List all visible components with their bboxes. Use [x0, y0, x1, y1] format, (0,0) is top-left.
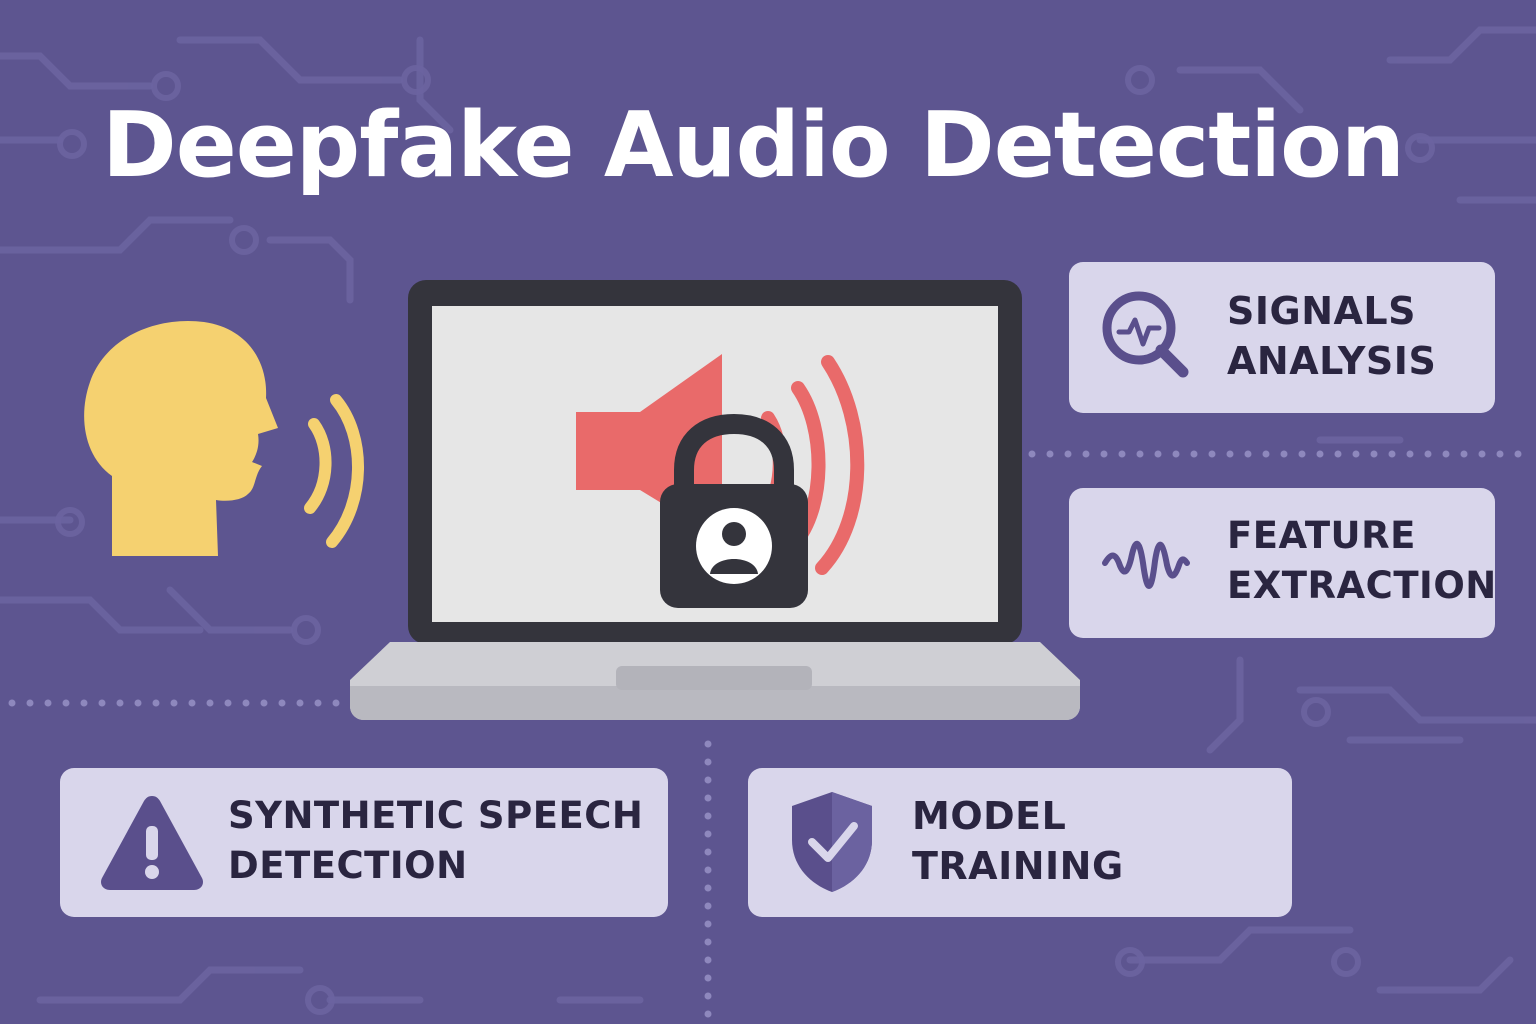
speaking-head-icon	[84, 320, 364, 556]
model-training-line1: MODEL	[912, 794, 1067, 838]
feature-extraction-label: FEATURE EXTRACTION	[1227, 511, 1497, 611]
signals-analysis-line1: SIGNALS	[1227, 289, 1416, 333]
magnifier-waveform-icon	[1102, 291, 1189, 378]
model-training-label: MODEL TRAINING	[912, 791, 1124, 891]
signals-analysis-card: SIGNALS ANALYSIS	[1069, 262, 1495, 413]
waveform-icon	[1102, 540, 1190, 589]
signals-analysis-line2: ANALYSIS	[1227, 339, 1437, 383]
laptop-icon	[350, 280, 1080, 720]
page-title: Deepfake Audio Detection	[101, 93, 1405, 198]
synthetic-speech-line1: SYNTHETIC SPEECH	[228, 794, 644, 837]
shield-check-icon	[792, 792, 872, 892]
synthetic-speech-detection-card: SYNTHETIC SPEECH DETECTION	[60, 768, 668, 917]
model-training-line2: TRAINING	[912, 844, 1124, 888]
feature-extraction-line1: FEATURE	[1227, 514, 1416, 557]
model-training-card: MODEL TRAINING	[748, 768, 1292, 917]
synthetic-speech-detection-label: SYNTHETIC SPEECH DETECTION	[228, 791, 643, 891]
warning-triangle-icon	[100, 796, 204, 890]
feature-extraction-card: FEATURE EXTRACTION	[1069, 488, 1497, 638]
feature-extraction-line2: EXTRACTION	[1227, 564, 1497, 607]
signals-analysis-label: SIGNALS ANALYSIS	[1227, 286, 1436, 386]
synthetic-speech-line2: DETECTION	[228, 844, 468, 887]
padlock-user-icon	[660, 413, 808, 608]
